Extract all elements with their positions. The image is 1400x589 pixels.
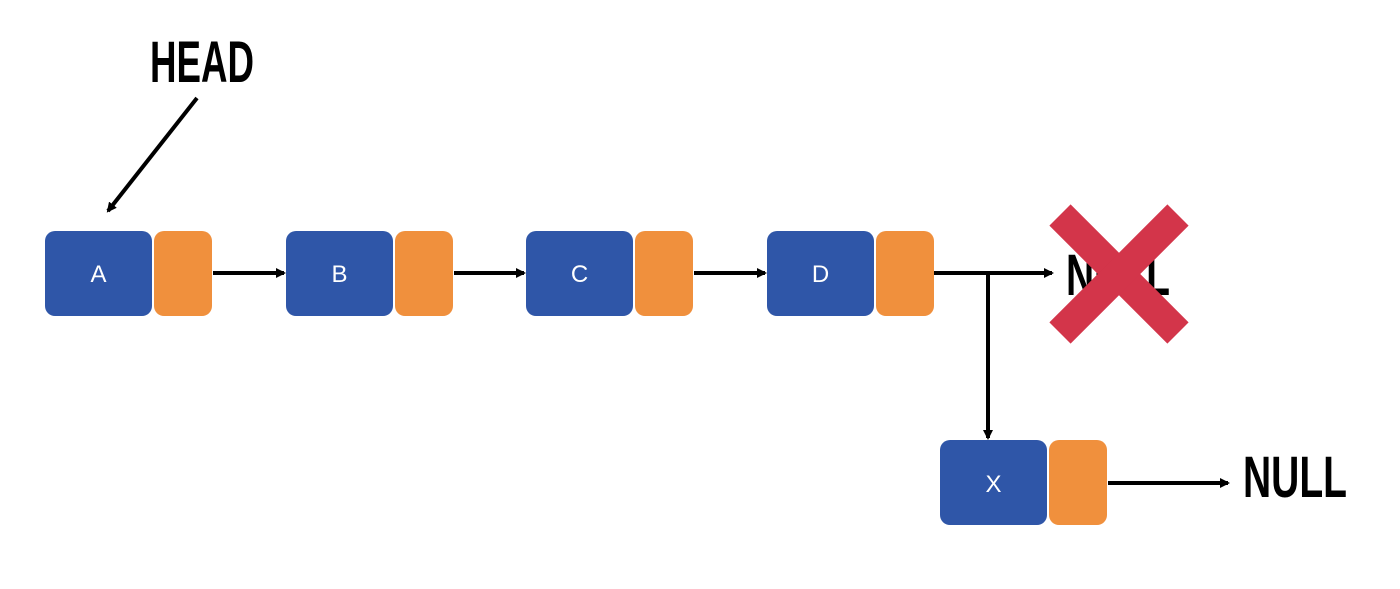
node-d: D [767, 231, 934, 316]
new-null-label: NULL [1243, 445, 1347, 510]
node-a: A [45, 231, 212, 316]
node-b-data-cell [286, 231, 393, 316]
node-c: C [526, 231, 693, 316]
node-x-pointer-cell [1049, 440, 1107, 525]
node-a-pointer-cell [154, 231, 212, 316]
node-d-data-cell [767, 231, 874, 316]
head-pointer-arrow [106, 96, 199, 213]
node-b-value: B [331, 261, 347, 288]
node-d-pointer-cell [876, 231, 934, 316]
node-a-value: A [90, 261, 106, 288]
node-c-value: C [571, 261, 588, 288]
node-c-pointer-cell [635, 231, 693, 316]
node-c-data-cell [526, 231, 633, 316]
node-a-data-cell [45, 231, 152, 316]
node-x: X [940, 440, 1107, 525]
node-b: B [286, 231, 453, 316]
node-x-value: X [985, 471, 1001, 498]
node-b-pointer-cell [395, 231, 453, 316]
head-label: HEAD [150, 30, 254, 95]
node-x-data-cell [940, 440, 1047, 525]
cross-out-icon [1049, 204, 1189, 344]
node-d-value: D [812, 261, 829, 288]
